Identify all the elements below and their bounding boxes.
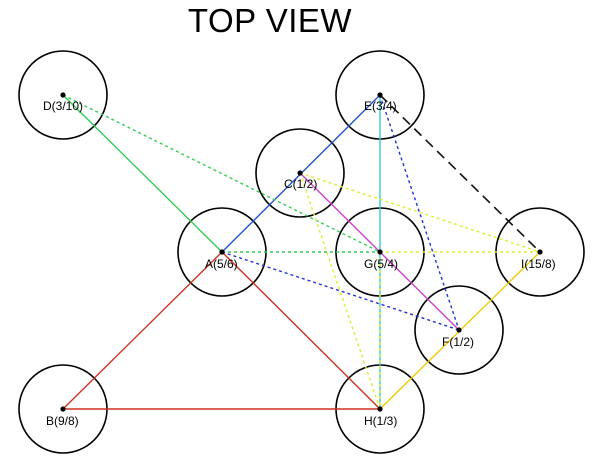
edge-c-i <box>299 172 541 253</box>
node-b-dot <box>60 406 66 412</box>
node-a-dot <box>219 249 225 255</box>
edge-e-i <box>379 94 541 253</box>
edge-a-b <box>62 251 223 410</box>
edge-d-a <box>62 94 223 253</box>
node-i-label: I(15/8) <box>521 257 556 271</box>
node-g-dot <box>377 249 383 255</box>
node-b-label: B(9/8) <box>46 414 79 428</box>
edge-c-h <box>299 172 381 410</box>
node-e-label: E(3/4) <box>364 99 397 113</box>
node-e-dot <box>377 92 383 98</box>
node-f-label: F(1/2) <box>442 335 474 349</box>
node-d-label: D(3/10) <box>43 99 83 113</box>
node-d-circle <box>18 50 108 140</box>
node-dots-layer <box>60 92 543 412</box>
node-c-circle <box>255 128 345 218</box>
node-h-label: H(1/3) <box>364 414 397 428</box>
node-f-dot <box>456 327 462 333</box>
node-h-dot <box>377 406 383 412</box>
edge-e-f <box>379 94 460 331</box>
node-f-circle <box>414 285 504 375</box>
edge-a-h <box>221 251 381 410</box>
node-c-dot <box>297 170 303 176</box>
edge-d-g <box>62 94 381 253</box>
node-a-label: A(5/6) <box>205 257 238 271</box>
node-i-dot <box>537 249 543 255</box>
node-labels-layer: D(3/10) E(3/4) C(1/2) A(5/6) G(5/4) I(15/8) F(… <box>43 99 556 428</box>
node-d-dot <box>60 92 66 98</box>
node-g-label: G(5/4) <box>364 257 398 271</box>
edges-layer <box>62 94 541 410</box>
edge-a-f <box>221 251 460 331</box>
page-title: TOP VIEW <box>187 2 353 39</box>
node-c-label: C(1/2) <box>284 177 317 191</box>
